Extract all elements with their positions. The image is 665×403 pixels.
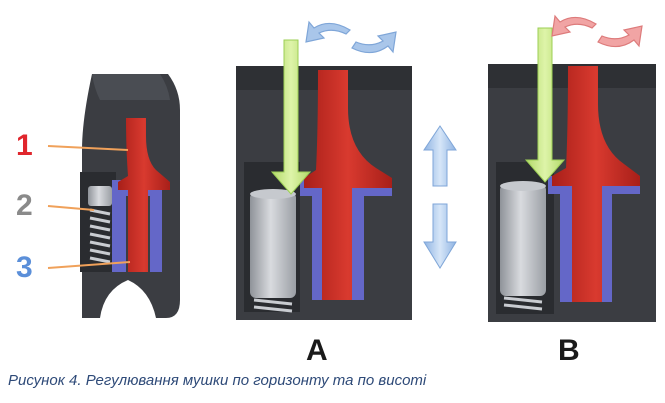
panel-b-green-arrow bbox=[524, 27, 566, 183]
label-part-1: 1 bbox=[16, 129, 33, 162]
panel-b-rotation-arrows bbox=[551, 14, 643, 48]
leader-lines bbox=[47, 145, 131, 269]
panel-a-section bbox=[236, 20, 412, 320]
panel-b-plunger bbox=[500, 184, 546, 296]
up-arrow-icon bbox=[423, 125, 457, 187]
small-spring bbox=[89, 208, 111, 264]
figure-caption: Рисунок 4. Регулювання мушки по горизонт… bbox=[8, 372, 427, 389]
panel-b-spring bbox=[503, 296, 543, 311]
panel-b-section bbox=[488, 14, 656, 322]
label-panel-b: B bbox=[558, 334, 580, 367]
panel-a-rotation-arrows bbox=[305, 20, 397, 54]
small-red-pin bbox=[118, 118, 170, 272]
panel-b-plunger-top bbox=[500, 181, 546, 191]
panel-b-red-pin bbox=[552, 66, 640, 302]
down-arrow-icon bbox=[423, 203, 457, 269]
label-part-3: 3 bbox=[16, 251, 33, 284]
vertical-adjust-arrow bbox=[423, 125, 457, 269]
small-body-highlight bbox=[92, 74, 170, 100]
panel-a-plunger bbox=[250, 192, 296, 298]
small-housing bbox=[112, 180, 162, 272]
panel-a-red-pin bbox=[304, 70, 392, 300]
panel-a-plunger-top bbox=[250, 189, 296, 199]
small-plunger bbox=[88, 186, 112, 206]
label-part-2: 2 bbox=[16, 189, 33, 222]
panel-a-green-arrow bbox=[270, 39, 312, 195]
panel-a-spring bbox=[253, 298, 293, 313]
small-section bbox=[47, 74, 180, 318]
label-panel-a: A bbox=[306, 334, 328, 367]
